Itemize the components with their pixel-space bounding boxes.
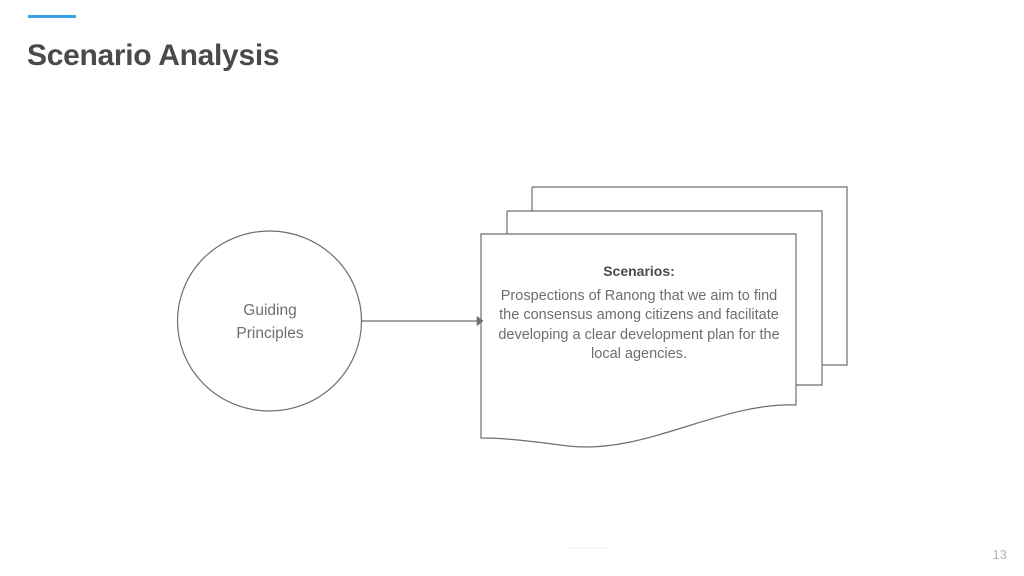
page-number: 13 [992, 547, 1007, 562]
guiding-principles-label-line1: Guiding [243, 302, 297, 319]
page-title: Scenario Analysis [27, 39, 280, 72]
document-shape-front [480, 233, 797, 448]
connector-arrowhead [476, 315, 484, 327]
accent-rule [28, 15, 76, 18]
scenarios-heading: Scenarios: [603, 263, 675, 279]
guiding-principles-circle [176, 230, 363, 412]
footer-hairline [568, 547, 610, 549]
guiding-principles-label-line2: Principles [236, 325, 304, 342]
scenarios-body-text: Prospections of Ranong that we aim to fi… [498, 288, 780, 363]
guiding-principles-label: Guiding Principles [182, 299, 358, 345]
